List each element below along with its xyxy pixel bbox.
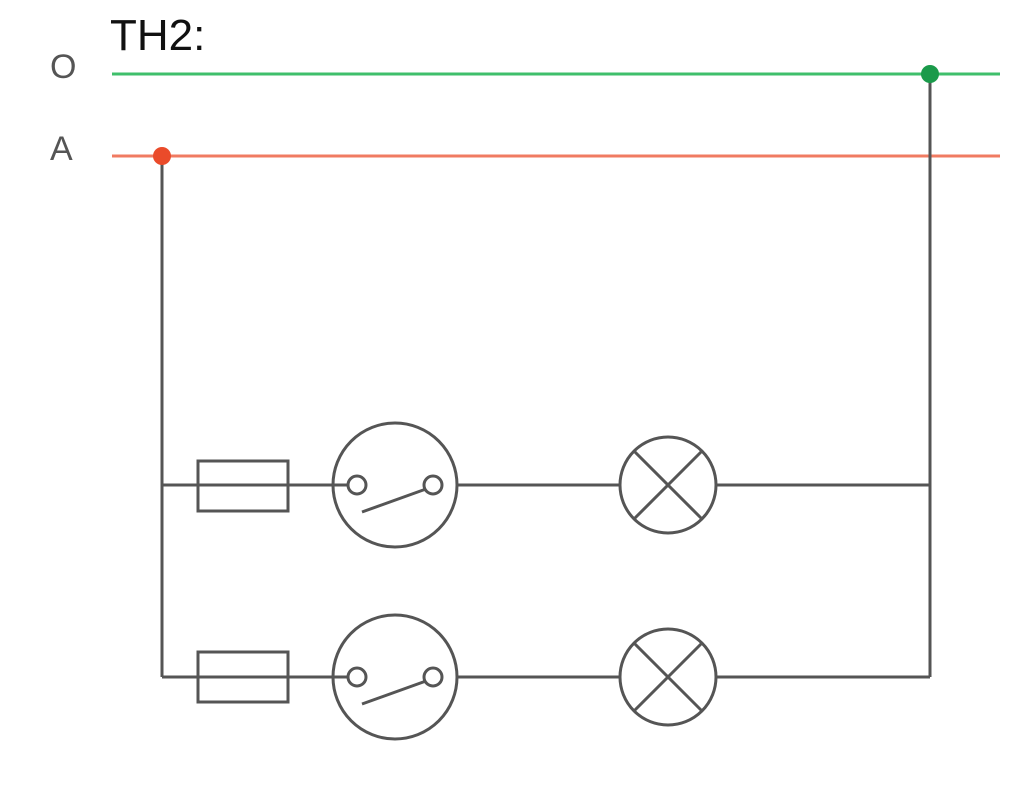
phase-junction-node xyxy=(153,147,171,165)
phase-rail-label: A xyxy=(50,130,73,168)
branch-2 xyxy=(162,613,930,741)
switch-icon xyxy=(331,421,459,549)
branch-1 xyxy=(162,421,930,549)
diagram-title: TH2: xyxy=(110,11,205,60)
neutral-junction-node xyxy=(921,65,939,83)
switch-icon xyxy=(331,613,459,741)
lamp-icon xyxy=(618,627,718,727)
lamp-icon xyxy=(618,435,718,535)
neutral-rail-label: O xyxy=(50,48,76,86)
